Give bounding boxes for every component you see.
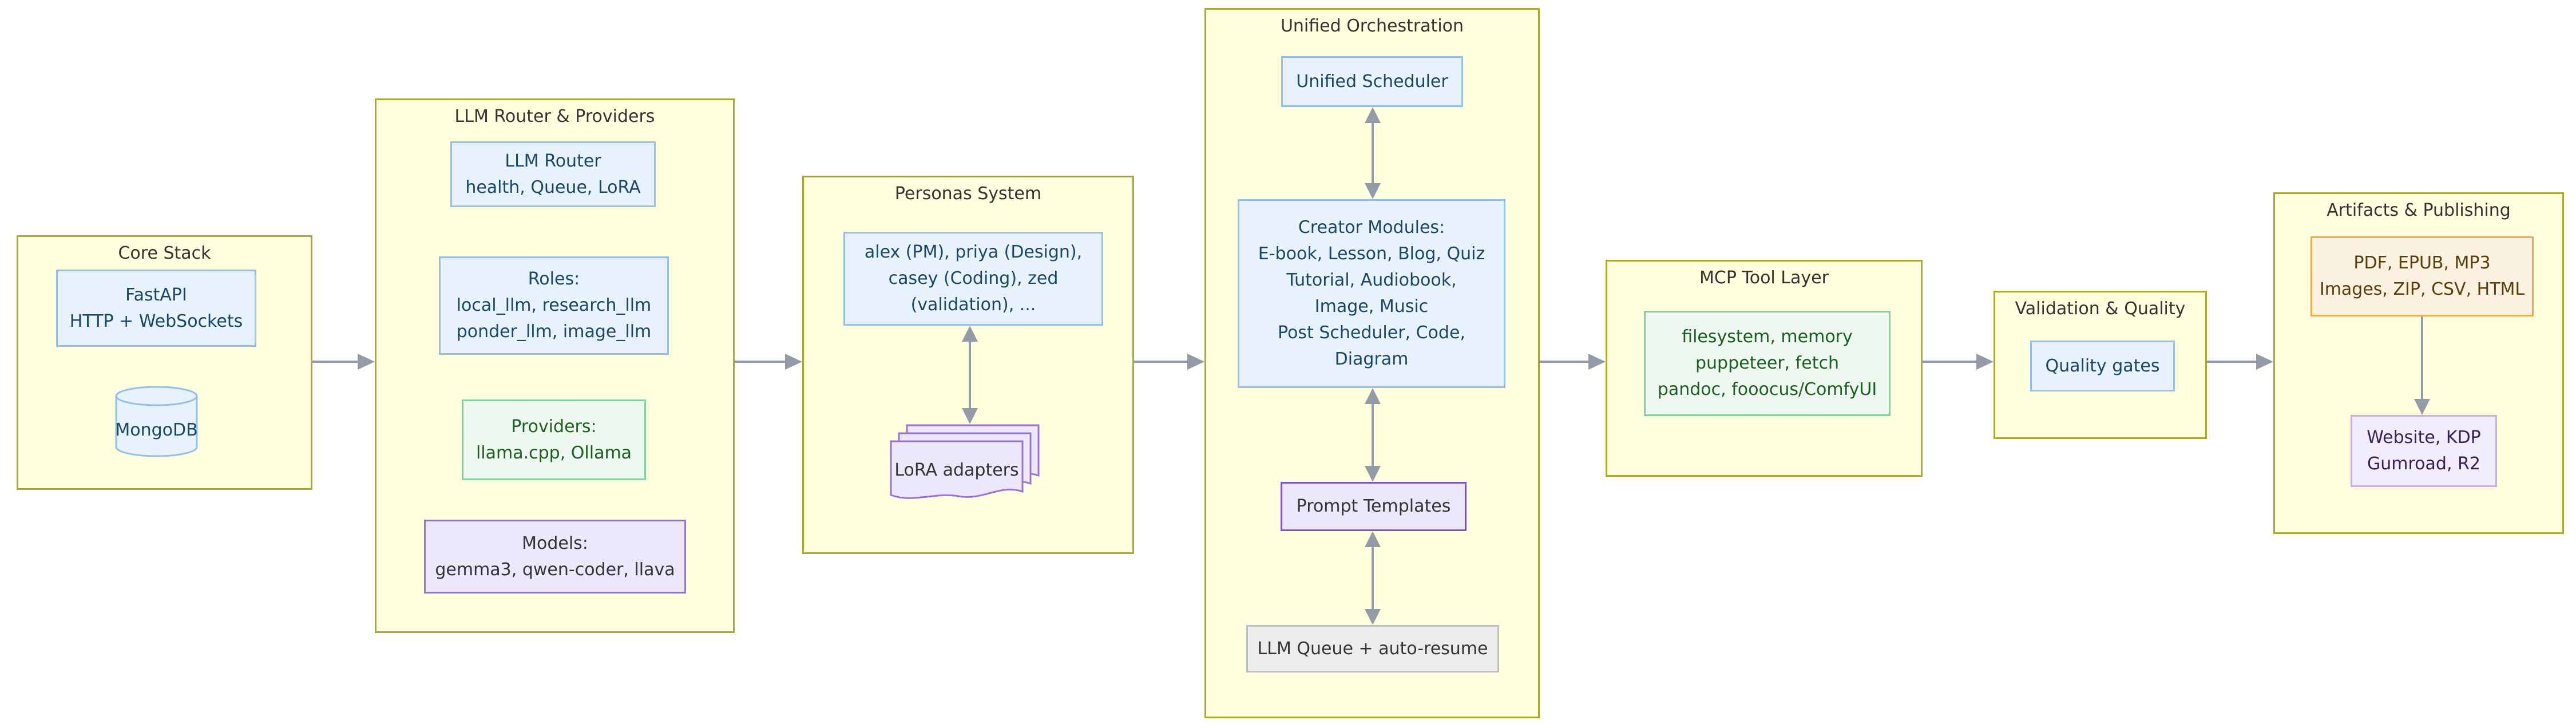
node-text-line: LoRA adapters [894,460,1019,480]
node-text-line: Prompt Templates [1296,496,1451,516]
node-text-line: Providers: [511,416,597,437]
document-stack-icon [890,424,1040,499]
subgraph-validation-quality: Validation & Quality Quality gates [1994,291,2207,439]
subgraph-artifacts-publishing: Artifacts & Publishing PDF, EPUB, MP3 Im… [2273,192,2564,534]
node-text-line: filesystem, memory [1682,327,1853,347]
node-text-line: puppeteer, fetch [1695,353,1839,373]
node-fastapi: FastAPI HTTP + WebSockets [56,270,256,347]
edge-validation-to-artifacts [2207,354,2273,370]
node-personas-team: alex (PM), priya (Design), casey (Coding… [843,232,1103,326]
node-creator-modules: Creator Modules: E-book, Lesson, Blog, Q… [1238,199,1505,388]
edge-team-lora [962,326,978,424]
edge-mcp-to-validation [1923,354,1994,370]
subgraph-title: Validation & Quality [2015,299,2186,319]
node-text-line: Unified Scheduler [1296,71,1448,92]
node-prompt-templates: Prompt Templates [1281,482,1467,531]
node-text-line: Models: [522,533,588,553]
node-text-line: llama.cpp, Ollama [475,442,632,463]
node-text-line: MongoDB [115,420,198,440]
node-mongodb: MongoDB [114,385,199,458]
node-text-line: LLM Router [505,151,601,171]
arrowhead-right-icon [1588,354,1606,370]
node-models: Models: gemma3, qwen-coder, llava [424,520,686,594]
arrowhead-up-icon [1365,388,1381,404]
node-text-line: LLM Queue + auto-resume [1257,638,1488,659]
subgraph-title: Unified Orchestration [1280,16,1464,36]
node-text-line: Roles: [528,269,580,289]
node-text-line: E-book, Lesson, Blog, Quiz [1258,244,1485,264]
arrowhead-down-icon [1365,466,1381,482]
node-unified-scheduler: Unified Scheduler [1281,56,1463,107]
edge-core-to-llm [312,354,375,370]
node-text-line: ponder_llm, image_llm [456,322,652,342]
node-publish-channels: Website, KDP Gumroad, R2 [2351,415,2497,487]
node-quality-gates: Quality gates [2030,341,2175,391]
arrowhead-right-icon [2256,354,2273,370]
node-text-line: (validation), ... [910,295,1036,315]
arrowhead-down-icon [2414,399,2430,415]
node-text-line: HTTP + WebSockets [69,311,243,331]
node-text-line: Image, Music [1314,296,1429,316]
node-text-line: health, Queue, LoRA [465,177,641,197]
subgraph-title: LLM Router & Providers [454,106,655,126]
arrowhead-right-icon [1187,354,1204,370]
node-text-line: casey (Coding), zed [888,268,1059,288]
node-text-line: PDF, EPUB, MP3 [2353,253,2491,273]
subgraph-title: Artifacts & Publishing [2327,200,2511,220]
arrowhead-down-icon [1365,183,1381,199]
node-lora-adapters: LoRA adapters [889,424,1045,503]
edge-formats-channels [2414,316,2430,415]
arrowhead-down-icon [962,408,978,424]
node-mcp-tools: filesystem, memory puppeteer, fetch pand… [1644,311,1891,416]
database-cylinder-icon [115,386,198,457]
arrowhead-right-icon [1976,354,1994,370]
arrowhead-up-icon [1365,531,1381,547]
edge-orchestration-to-mcp [1540,354,1606,370]
subgraph-mcp-tool-layer: MCP Tool Layer filesystem, memory puppet… [1606,260,1923,477]
subgraph-llm-router-providers: LLM Router & Providers LLM Router health… [375,98,735,633]
subgraph-personas-system: Personas System alex (PM), priya (Design… [802,176,1134,554]
arrowhead-right-icon [358,354,375,370]
edge-prompt-queue [1365,531,1381,625]
node-text-line: Tutorial, Audiobook, [1286,270,1457,290]
subgraph-title: Core Stack [118,243,211,263]
node-text-line: Post Scheduler, Code, [1278,323,1465,343]
node-text-line: Quality gates [2045,355,2160,376]
node-text-line: Gumroad, R2 [2367,454,2480,474]
subgraph-title: MCP Tool Layer [1699,268,1829,288]
node-llm-queue: LLM Queue + auto-resume [1246,625,1499,672]
subgraph-title: Personas System [894,184,1042,204]
arrowhead-up-icon [962,326,978,342]
edge-creator-prompt [1365,388,1381,482]
node-text-line: local_llm, research_llm [456,295,652,315]
edge-personas-to-orchestration [1134,354,1204,370]
node-text-line: Images, ZIP, CSV, HTML [2319,279,2525,299]
edge-llm-to-personas [735,354,802,370]
node-text-line: alex (PM), priya (Design), [864,242,1083,262]
node-text-line: gemma3, qwen-coder, llava [435,559,675,580]
node-text-line: FastAPI [125,284,187,305]
node-text-line: pandoc, fooocus/ComfyUI [1657,379,1877,399]
node-text-line: Creator Modules: [1298,217,1445,238]
node-text-line: Website, KDP [2367,428,2481,448]
node-text-line: Diagram [1334,349,1409,369]
arrowhead-right-icon [785,354,802,370]
subgraph-unified-orchestration: Unified Orchestration Unified Scheduler … [1204,8,1540,718]
node-llm-router: LLM Router health, Queue, LoRA [450,141,656,207]
node-roles: Roles: local_llm, research_llm ponder_ll… [439,256,669,355]
node-artifact-formats: PDF, EPUB, MP3 Images, ZIP, CSV, HTML [2311,236,2534,316]
node-providers: Providers: llama.cpp, Ollama [462,399,646,480]
subgraph-core-stack: Core Stack FastAPI HTTP + WebSockets Mon… [17,235,312,490]
arrowhead-up-icon [1365,107,1381,123]
edge-scheduler-creator [1365,107,1381,199]
arrowhead-down-icon [1365,609,1381,625]
